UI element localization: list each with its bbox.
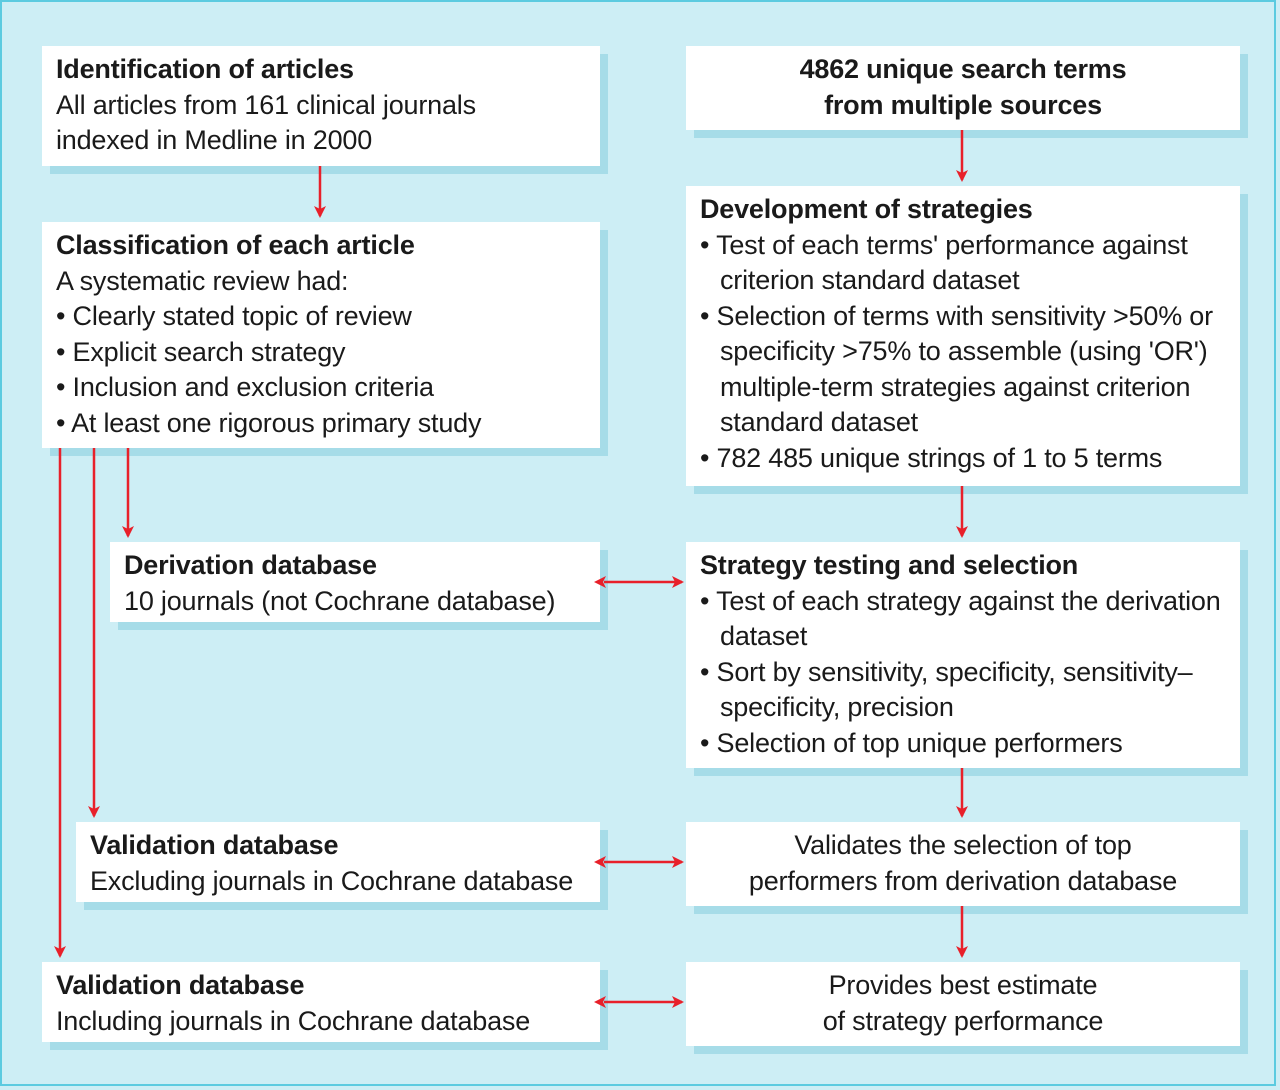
validation-including-line: Including journals in Cochrane database (56, 1005, 531, 1036)
identification-line-2: indexed in Medline in 2000 (56, 125, 373, 155)
derivation-database-box: Derivation database 10 journals (not Coc… (110, 542, 600, 622)
classification-bullet: • Clearly stated topic of review (56, 301, 412, 331)
validates-line-1: Validates the selection of top (794, 830, 1132, 860)
search-terms-line-2: from multiple sources (824, 89, 1102, 120)
validates-selection-box: Validates the selection of top performer… (686, 822, 1240, 906)
development-title: Development of strategies (700, 194, 1033, 224)
development-bullet: • Selection of terms with sensitivity >5… (700, 300, 1213, 438)
best-estimate-box: Provides best estimate of strategy perfo… (686, 962, 1240, 1046)
validation-excluding-line: Excluding journals in Cochrane database (90, 865, 574, 896)
testing-bullet: • Selection of top unique performers (700, 727, 1123, 758)
validation-including-box: Validation database Including journals i… (42, 962, 600, 1042)
derivation-line: 10 journals (not Cochrane database) (124, 585, 556, 616)
derivation-title: Derivation database (124, 550, 377, 580)
validates-line-2: performers from derivation database (748, 865, 1178, 896)
validation-excluding-title: Validation database (90, 830, 339, 860)
identification-line-1: All articles from 161 clinical journals (56, 89, 476, 120)
identification-box: Identification of articles All articles … (42, 46, 600, 166)
search-terms-line-1: 4862 unique search terms (799, 54, 1127, 84)
classification-bullet: • At least one rigorous primary study (56, 407, 482, 438)
strategy-testing-box: Strategy testing and selection • Test of… (686, 542, 1240, 768)
validation-including-title: Validation database (56, 970, 305, 1000)
development-bullet: • 782 485 unique strings of 1 to 5 terms (700, 442, 1163, 473)
classification-box: Classification of each article A systema… (42, 222, 600, 448)
estimate-line-2: of strategy performance (822, 1005, 1104, 1036)
search-terms-box: 4862 unique search terms from multiple s… (686, 46, 1240, 130)
development-box: Development of strategies • Test of each… (686, 186, 1240, 486)
classification-bullet: • Explicit search strategy (56, 336, 346, 367)
testing-title: Strategy testing and selection (700, 550, 1079, 580)
validation-excluding-box: Validation database Excluding journals i… (76, 822, 600, 902)
identification-title: Identification of articles (56, 54, 354, 84)
estimate-line-1: Provides best estimate (828, 970, 1098, 1000)
classification-title: Classification of each article (56, 230, 415, 260)
classification-intro: A systematic review had: (56, 265, 349, 296)
testing-bullet: • Sort by sensitivity, specificity, sens… (700, 656, 1193, 723)
classification-bullet: • Inclusion and exclusion criteria (56, 372, 434, 402)
testing-bullet: • Test of each strategy against the deri… (700, 585, 1221, 652)
development-bullet: • Test of each terms' performance agains… (700, 229, 1188, 296)
